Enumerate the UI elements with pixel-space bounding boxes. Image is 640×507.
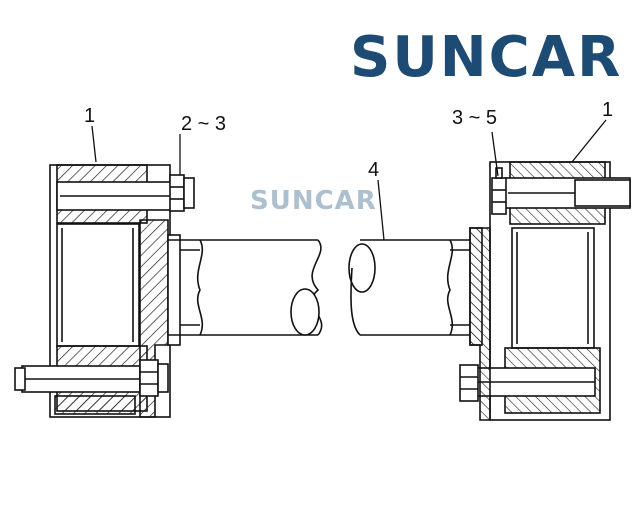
logo-text: SUNCAR [350,25,623,90]
callout-left-flange: 1 [84,105,96,127]
right-shaft-section [348,239,470,336]
suncar-watermark-faint: SUNCAR [250,188,377,214]
left-shaft-section [168,239,323,336]
leader-lines [91,119,607,241]
watermark-text: SUNCAR [250,186,377,216]
left-bolt-head-top [169,174,195,212]
callout-right-flange: 1 [602,99,614,121]
suncar-logo: SUNCAR [350,30,622,86]
callout-right-bolts: 3 ~ 5 [452,107,498,129]
right-flange [469,161,631,421]
right-bolt-head-top [491,167,507,215]
callout-shaft: 4 [368,159,380,181]
left-flange [21,164,181,418]
right-bolt-nut-bottom [459,364,479,402]
left-bolt-nut-bottom [14,359,169,397]
callout-left-bolts: 2 ~ 3 [181,113,227,135]
